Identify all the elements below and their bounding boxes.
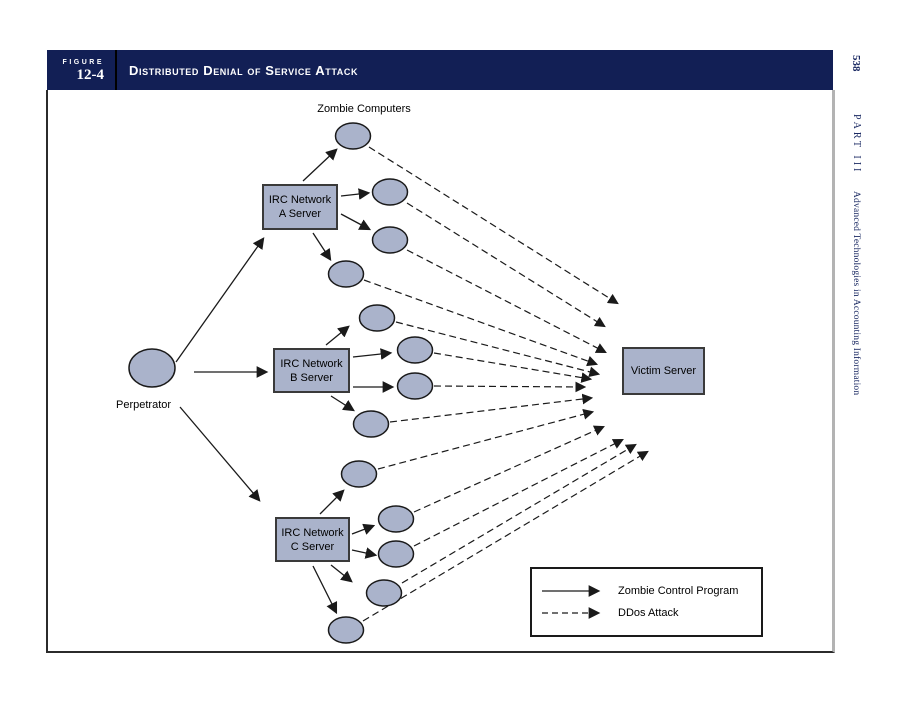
perpetrator-label: Perpetrator	[116, 399, 172, 411]
control-arrow	[351, 547, 378, 559]
zombie-node	[377, 540, 415, 568]
irc-server-b-line1: IRC Network	[280, 357, 343, 370]
zombie-node	[371, 178, 409, 206]
zombie-node	[377, 505, 415, 533]
control-arrow	[302, 148, 338, 182]
nodes	[128, 122, 434, 644]
figure-title: Distributed Denial of Service Attack	[129, 62, 359, 78]
attack-arrow	[413, 425, 605, 513]
legend-row-solid: Zombie Control Program	[540, 585, 761, 597]
attack-arrow	[363, 279, 599, 367]
header-divider	[115, 50, 117, 90]
dashed-arrow-icon	[542, 607, 601, 619]
control-arrow	[352, 348, 393, 360]
figure-number: 12-4	[76, 66, 105, 83]
solid-arrow-icon	[542, 585, 601, 597]
zombie-node	[352, 410, 390, 438]
attack-arrow	[406, 202, 606, 328]
zombie-node	[396, 336, 434, 364]
zombie-node	[371, 226, 409, 254]
control-arrow	[351, 523, 376, 535]
attack-arrow	[433, 381, 587, 393]
irc-server-c-line1: IRC Network	[281, 526, 344, 539]
irc-server-b-box: IRC Network B Server	[273, 348, 350, 393]
attack-arrow	[377, 409, 595, 470]
figure-header-bar: FIGURE 12-4 Distributed Denial of Servic…	[47, 50, 833, 90]
irc-server-c-box: IRC Network C Server	[275, 517, 350, 562]
zombie-node	[340, 460, 378, 488]
page-number: 538	[850, 55, 862, 72]
control-arrow	[330, 395, 355, 412]
control-arrow	[340, 188, 371, 200]
control-arrow	[319, 489, 345, 515]
attack-arrow	[395, 321, 601, 378]
attack-arrow	[362, 450, 649, 622]
control-arrow	[330, 564, 353, 583]
figure-eyebrow: FIGURE	[62, 58, 104, 66]
control-arrow	[312, 565, 338, 615]
irc-server-a-box: IRC Network A Server	[262, 184, 338, 230]
part-title: Advanced Technologies in Accounting Info…	[851, 191, 861, 396]
control-arrow	[312, 232, 332, 261]
irc-server-b-line2: B Server	[290, 371, 333, 384]
control-arrows	[175, 148, 395, 615]
zombie-node	[327, 260, 365, 288]
victim-server-label: Victim Server	[630, 365, 697, 377]
control-arrow	[179, 406, 261, 502]
zombie-node	[334, 122, 372, 150]
figure-tab: FIGURE 12-4	[47, 50, 115, 90]
zombie-node	[365, 579, 403, 607]
legend-row-dashed: DDos Attack	[540, 607, 761, 619]
attack-arrow	[368, 146, 619, 305]
zombie-node	[396, 372, 434, 400]
zombie-computers-label: Zombie Computers	[317, 103, 411, 115]
part-label: PART III	[851, 114, 862, 175]
zombie-node	[358, 304, 396, 332]
control-arrow	[325, 325, 350, 346]
legend-box: Zombie Control Program DDos Attack	[530, 567, 763, 637]
attack-arrow	[389, 393, 594, 423]
attack-arrow	[433, 352, 593, 383]
victim-server-box: Victim Server	[622, 347, 705, 395]
perpetrator-node	[128, 348, 176, 388]
legend-solid-label: Zombie Control Program	[618, 585, 739, 597]
control-arrow	[175, 237, 265, 363]
attack-arrow	[406, 249, 607, 353]
attack-arrows	[362, 146, 649, 622]
control-arrow	[340, 213, 372, 231]
legend-dashed-label: DDos Attack	[618, 607, 679, 619]
irc-server-c-line2: C Server	[290, 540, 335, 553]
irc-server-a-line1: IRC Network	[268, 194, 332, 206]
zombie-node	[327, 616, 365, 644]
attack-arrow	[413, 439, 624, 547]
irc-server-a-line2: A Server	[278, 208, 322, 220]
attack-arrow	[401, 443, 637, 584]
